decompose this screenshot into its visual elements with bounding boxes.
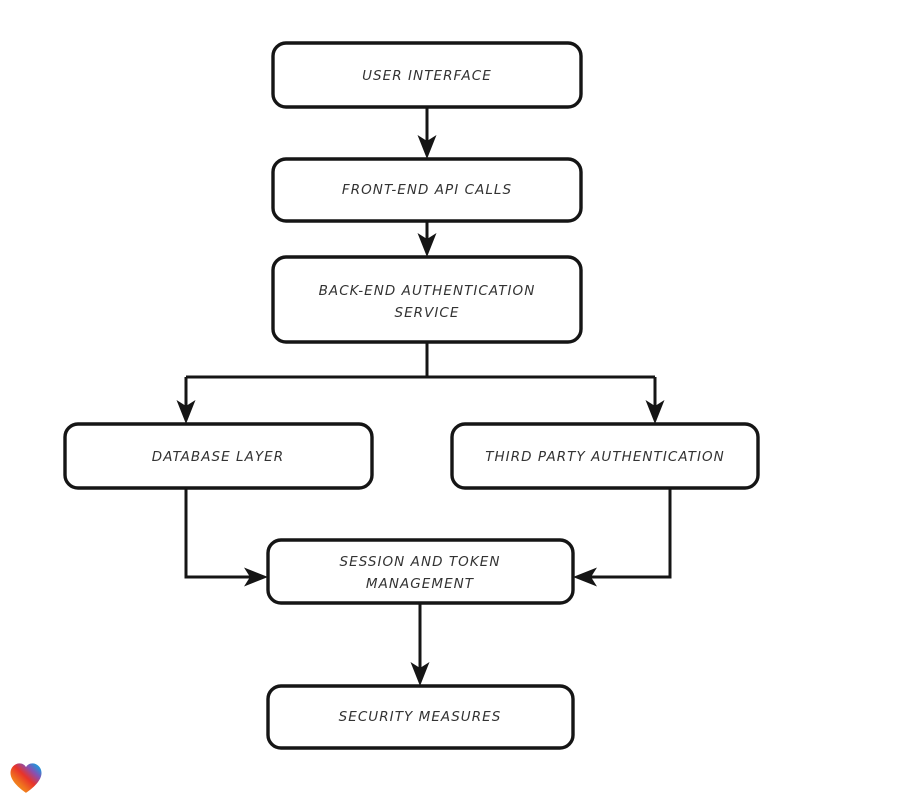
node-third-party-authentication-shape[interactable] [450, 422, 760, 490]
edge-backend-split-bus [186, 342, 655, 379]
node-session-and-token-management[interactable]: SESSION AND TOKEN MANAGEMENT [266, 538, 575, 605]
node-database-layer-shape[interactable] [63, 422, 374, 490]
node-third-party-authentication-label: THIRD PARTY AUTHENTICATION [485, 449, 725, 465]
edge-ui-to-api [417, 107, 437, 159]
node-user-interface-label: USER INTERFACE [362, 68, 492, 84]
edge-api-to-backend [417, 221, 437, 257]
node-security-measures[interactable]: SECURITY MEASURES [266, 684, 575, 750]
node-back-end-authentication-service-label-line1: BACK-END AUTHENTICATION [319, 283, 536, 299]
node-session-and-token-management-label-line1: SESSION AND TOKEN [340, 554, 501, 570]
node-front-end-api-calls-label: FRONT-END API CALLS [342, 182, 512, 198]
node-front-end-api-calls-shape[interactable] [271, 157, 583, 223]
node-front-end-api-calls[interactable]: FRONT-END API CALLS [271, 157, 583, 223]
edge-thirdparty-to-session [573, 488, 672, 587]
node-user-interface-shape[interactable] [271, 41, 583, 109]
edge-database-to-session [184, 488, 268, 587]
node-security-measures-shape[interactable] [266, 684, 575, 750]
node-back-end-authentication-service-shape[interactable] [271, 255, 583, 344]
node-session-and-token-management-label-line2: MANAGEMENT [366, 576, 475, 592]
edge-backend-to-thirdparty [645, 377, 665, 424]
edge-session-to-security [410, 603, 430, 686]
node-database-layer[interactable]: DATABASE LAYER [63, 422, 374, 490]
heart-icon [10, 763, 42, 793]
edge-backend-to-database [176, 377, 196, 424]
node-database-layer-label: DATABASE LAYER [152, 449, 284, 465]
node-back-end-authentication-service-label-line2: SERVICE [394, 305, 459, 321]
node-back-end-authentication-service[interactable]: BACK-END AUTHENTICATION SERVICE [271, 255, 583, 344]
node-user-interface[interactable]: USER INTERFACE [271, 41, 583, 109]
node-third-party-authentication[interactable]: THIRD PARTY AUTHENTICATION [450, 422, 760, 490]
node-session-and-token-management-shape[interactable] [266, 538, 575, 605]
node-security-measures-label: SECURITY MEASURES [339, 709, 502, 725]
